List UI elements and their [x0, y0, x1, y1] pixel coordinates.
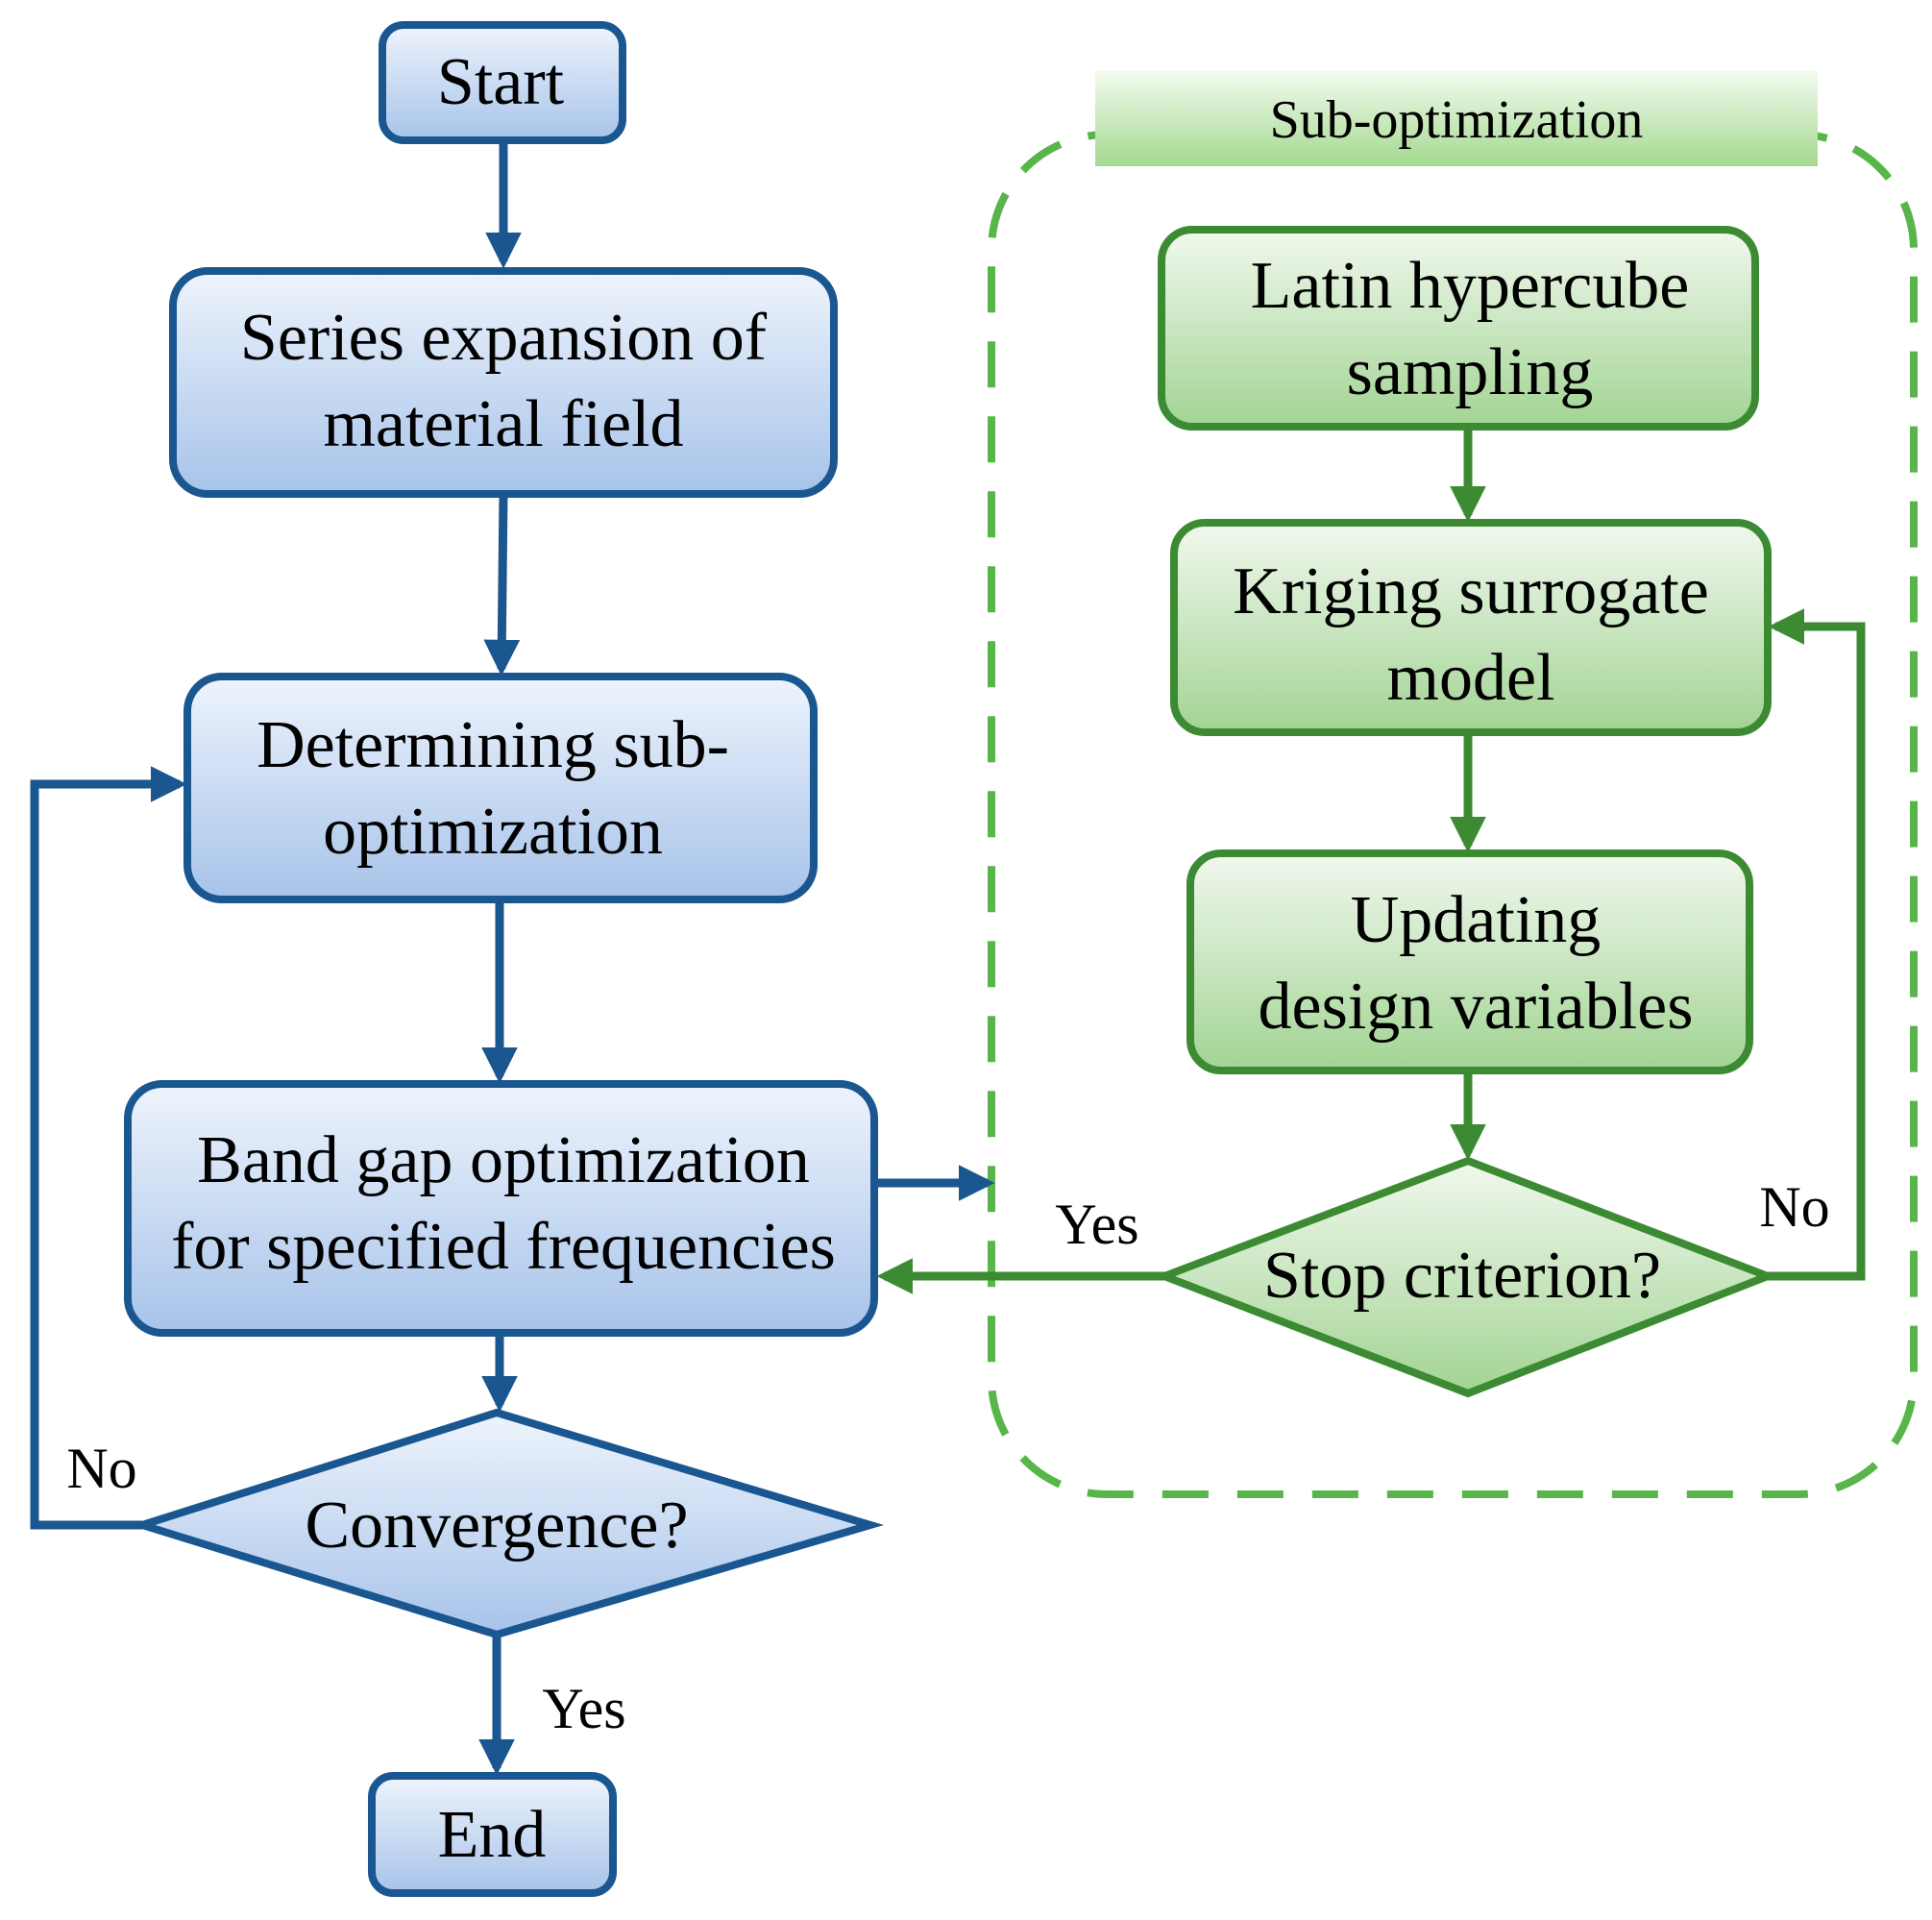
- convergence-label: Convergence?: [305, 1489, 688, 1563]
- start-label: Start: [437, 45, 565, 119]
- determining-box: Determining sub- optimization: [183, 673, 818, 903]
- end-box: End: [368, 1772, 617, 1897]
- latin-hypercube-box: Latin hypercube sampling: [1158, 226, 1759, 431]
- start-box: Start: [379, 21, 626, 144]
- arrow-convergence-no-loop: [30, 766, 187, 1530]
- updating-line1: Updating: [1351, 883, 1602, 957]
- band-gap-line2: for specified frequencies: [171, 1210, 836, 1284]
- kriging-line1: Kriging surrogate: [1233, 554, 1709, 628]
- stop-no-label: No: [1759, 1175, 1829, 1239]
- updating-line2: design variables: [1259, 970, 1694, 1044]
- series-expansion-line2: material field: [323, 387, 683, 461]
- series-expansion-box: Series expansion of material field: [169, 267, 838, 498]
- band-gap-box: Band gap optimization for specified freq…: [124, 1080, 878, 1337]
- band-gap-line1: Band gap optimization: [197, 1123, 810, 1197]
- determining-line1: Determining sub-: [257, 708, 729, 782]
- latin-hypercube-line2: sampling: [1347, 335, 1594, 409]
- stop-criterion-diamond: Stop criterion?: [1153, 1156, 1779, 1398]
- sub-connectors: [876, 427, 1866, 1294]
- sub-optimization-group: Sub-optimization: [988, 70, 1918, 1498]
- convergence-no-label: No: [66, 1437, 136, 1500]
- latin-hypercube-line1: Latin hypercube: [1251, 249, 1690, 323]
- kriging-box: Kriging surrogate model: [1170, 519, 1772, 736]
- arrow-stop-no-loop: [1768, 608, 1866, 1281]
- series-expansion-line1: Series expansion of: [240, 301, 768, 375]
- main-connectors: [30, 140, 995, 1776]
- sub-optimization-header: [1095, 70, 1818, 166]
- stop-yes-label: Yes: [1055, 1193, 1138, 1256]
- kriging-line2: model: [1387, 641, 1555, 715]
- end-label: End: [438, 1798, 547, 1872]
- convergence-diamond: Convergence?: [129, 1408, 885, 1639]
- determining-line2: optimization: [323, 795, 663, 869]
- sub-optimization-title: Sub-optimization: [1270, 90, 1644, 150]
- arrow-series-to-determining: [483, 493, 521, 677]
- convergence-yes-label: Yes: [542, 1677, 625, 1740]
- stop-criterion-label: Stop criterion?: [1263, 1239, 1661, 1313]
- updating-box: Updating design variables: [1186, 849, 1753, 1074]
